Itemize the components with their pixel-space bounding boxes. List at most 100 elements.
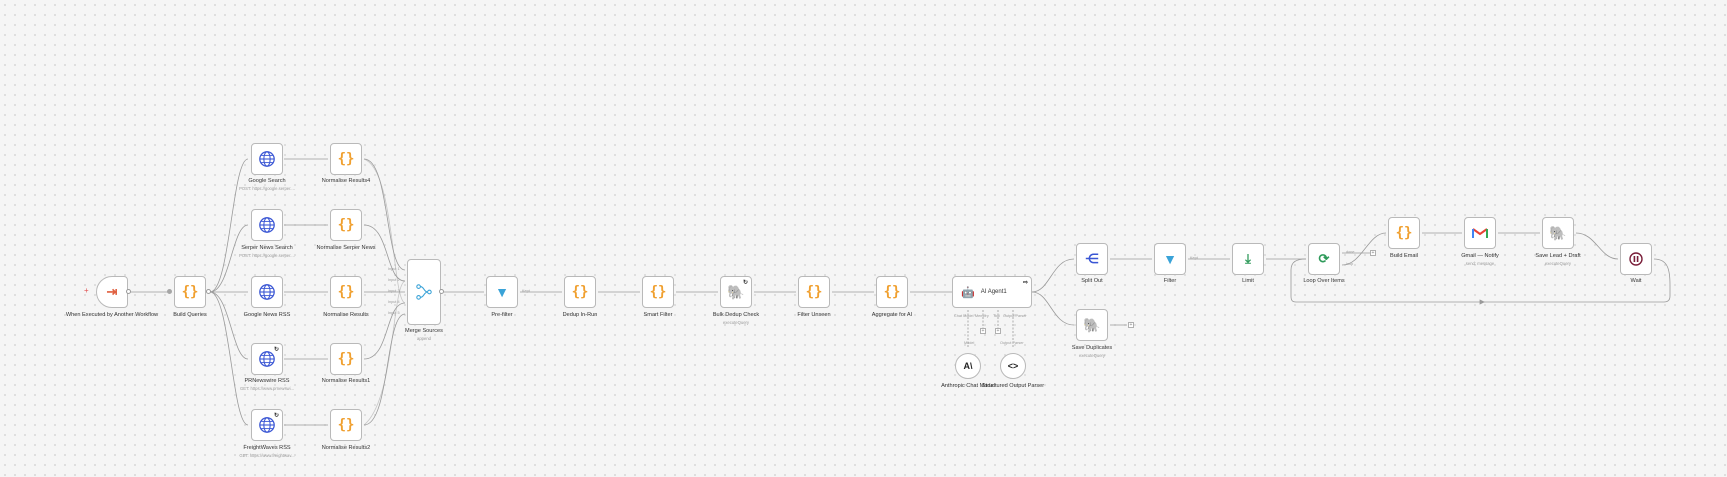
merge-sources-label: Merge Sources [405, 328, 443, 334]
anthropic-icon: A\ [963, 361, 973, 371]
robot-icon: 🤖 [961, 286, 975, 299]
refresh-icon: ↻ [742, 280, 748, 286]
parser-connector-label: Output Parser [1000, 341, 1024, 345]
gmail-icon [1472, 228, 1488, 238]
split-icon: ⋲ [1085, 251, 1099, 266]
node-merge-sources[interactable] [407, 259, 441, 325]
loop-icon: ⟳ [1318, 251, 1330, 266]
build-queries-label: Build Queries [173, 312, 207, 318]
node-smart-filter[interactable]: {} [642, 276, 674, 308]
node-wait[interactable] [1620, 243, 1652, 275]
save-lead-label: Save Lead + Draft [1535, 253, 1581, 259]
code-brackets-icon: <> [1007, 361, 1019, 371]
code-icon: {} [337, 351, 355, 367]
filter-icon: ▼ [495, 284, 509, 300]
merge-input-4-label: Input 4 [388, 300, 400, 304]
node-bulk-dedup-check[interactable]: ↻ 🐘 [720, 276, 752, 308]
bulk-dedup-sublabel: executeQuery [722, 320, 750, 325]
build-queries-output-port[interactable] [206, 289, 211, 294]
trigger-plus-icon: + [84, 286, 89, 295]
prnewswire-label: PRNewswire RSS [244, 378, 290, 384]
node-normalise-results[interactable]: {} [330, 276, 362, 308]
build-queries-input-port[interactable] [167, 289, 172, 294]
node-filter-unseen[interactable]: {} [798, 276, 830, 308]
node-loop-over-items[interactable]: ⟳ [1308, 243, 1340, 275]
node-normalise-results4[interactable]: {} [330, 143, 362, 175]
aggregate-ai-label: Aggregate for AI [871, 312, 913, 318]
code-icon: {} [1395, 225, 1413, 241]
save-duplicates-add-button[interactable]: + [1128, 322, 1134, 328]
node-split-out[interactable]: ⋲ [1076, 243, 1108, 275]
node-ai-agent[interactable]: 🤖 AI Agent1 ⇨ [952, 276, 1032, 308]
code-icon: {} [337, 284, 355, 300]
merge-input-3-label: Input 3 [388, 289, 400, 293]
workflow-trigger-icon: ⇥ [106, 284, 118, 299]
gmail-sublabel: send: message [1465, 261, 1495, 266]
node-limit[interactable]: ⤓ [1232, 243, 1264, 275]
node-pre-filter[interactable]: ▼ [486, 276, 518, 308]
node-normalise-results1[interactable]: {} [330, 343, 362, 375]
limit-label: Limit [1242, 278, 1254, 284]
pre-filter-kept-label: Kept [522, 289, 530, 293]
agent-port-output-parser: Output Parser [1003, 314, 1027, 318]
node-gmail-notify[interactable] [1464, 217, 1496, 249]
tool-add-button[interactable]: + [995, 328, 1001, 334]
ai-agent-label: AI Agent1 [980, 289, 1007, 295]
normalise-results1-label: Normalise Results1 [321, 378, 371, 384]
save-duplicates-label: Save Duplicates [1071, 345, 1113, 351]
globe-icon [259, 351, 275, 367]
memory-add-button[interactable]: + [980, 328, 986, 334]
loop-over-label: Loop Over Items [1303, 278, 1345, 284]
build-email-label: Build Email [1390, 253, 1418, 259]
dedup-in-run-label: Dedup In-Run [562, 312, 598, 318]
filter-kept-label: Kept [1190, 256, 1198, 260]
node-structured-output-parser[interactable]: <> [1000, 353, 1026, 379]
freightwaves-sublabel: GET: https://www.freightwav... [239, 453, 295, 458]
node-save-lead-draft[interactable]: 🐘 [1542, 217, 1574, 249]
limit-icon: ⤓ [1245, 251, 1251, 266]
merge-input-5-label: Input 5 [388, 311, 400, 315]
prnewswire-sublabel: GET: https://www.prnewswi... [240, 386, 294, 391]
filter-icon: ▼ [1163, 251, 1177, 267]
loop-done-add-button[interactable]: + [1370, 250, 1376, 256]
node-aggregate-for-ai[interactable]: {} [876, 276, 908, 308]
postgres-icon: 🐘 [1549, 224, 1567, 241]
postgres-icon: 🐘 [1083, 316, 1101, 333]
globe-icon [259, 217, 275, 233]
trigger-output-port[interactable] [126, 289, 131, 294]
node-normalise-serper-news[interactable]: {} [330, 209, 362, 241]
agent-port-memory: Memory [975, 314, 989, 318]
node-save-duplicates[interactable]: 🐘 [1076, 309, 1108, 341]
anthropic-connector-label: Model [964, 341, 975, 345]
code-icon: {} [805, 284, 823, 300]
refresh-icon: ↻ [273, 413, 279, 419]
filter-unseen-label: Filter Unseen [797, 312, 831, 318]
loop-loop-label: loop [1346, 262, 1354, 266]
node-build-queries[interactable]: {} [174, 276, 206, 308]
node-dedup-in-run[interactable]: {} [564, 276, 596, 308]
anthropic-label: Anthropic Chat Model [941, 383, 995, 389]
node-freightwaves-rss[interactable]: ↻ [251, 409, 283, 441]
filter-label: Filter [1163, 278, 1177, 284]
node-prnewswire-rss[interactable]: ↻ [251, 343, 283, 375]
split-out-label: Split Out [1081, 278, 1103, 284]
code-icon: {} [649, 284, 667, 300]
node-serper-news-search[interactable] [251, 209, 283, 241]
freightwaves-label: FreightWaves RSS [243, 445, 291, 451]
node-trigger[interactable]: ⇥ [96, 276, 128, 308]
globe-icon [259, 284, 275, 300]
code-icon: {} [337, 217, 355, 233]
code-icon: {} [337, 151, 355, 167]
node-build-email[interactable]: {} [1388, 217, 1420, 249]
node-google-search[interactable] [251, 143, 283, 175]
wait-label: Wait [1630, 278, 1642, 284]
node-anthropic-chat-model[interactable]: A\ [955, 353, 981, 379]
node-normalise-results2[interactable]: {} [330, 409, 362, 441]
node-google-news-rss[interactable] [251, 276, 283, 308]
save-lead-sublabel: executeQuery [1544, 261, 1572, 266]
trigger-label: When Executed by Another Workflow [65, 312, 159, 318]
merge-output-port[interactable] [439, 289, 444, 294]
smart-filter-label: Smart Filter [643, 312, 673, 318]
node-filter[interactable]: ▼ [1154, 243, 1186, 275]
